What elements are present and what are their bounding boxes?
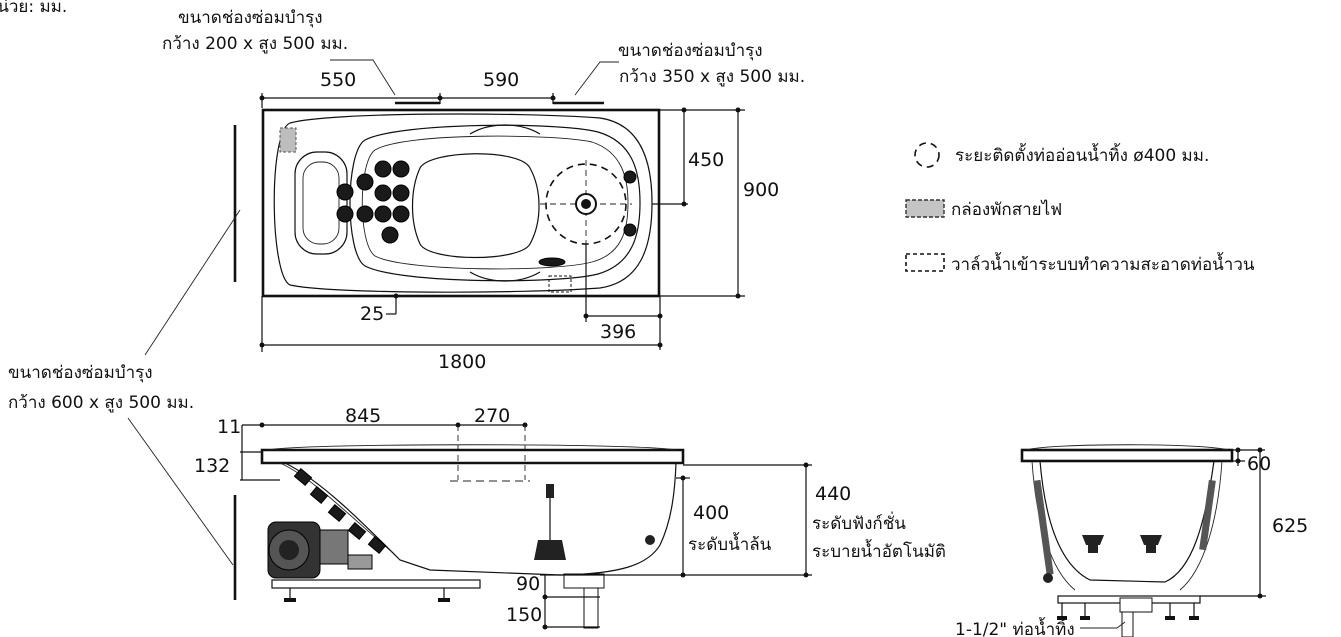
dim-25: 25 <box>360 303 384 325</box>
side-access: ขนาดช่องซ่อมบำรุง กว้าง 600 x สูง 500 มม… <box>8 209 241 600</box>
top-view: ขนาดช่องซ่อมบำรุง กว้าง 200 x สูง 500 มม… <box>162 8 805 373</box>
headrest <box>294 151 348 255</box>
dim-625: 625 <box>1272 515 1308 537</box>
electrical-box <box>279 127 297 153</box>
tub-basin-outer <box>349 124 641 282</box>
access-right-leader <box>574 61 619 96</box>
access-left-title: ขนาดช่องซ่อมบำรุง <box>178 8 323 28</box>
dim-90: 90 <box>516 573 540 595</box>
feet <box>284 588 450 602</box>
legend-item-drain: ระยะติดตั้งท่ออ่อนน้ำทิ้ง ø400 มม. <box>955 143 1209 166</box>
access-left-size: กว้าง 200 x สูง 500 มม. <box>162 34 348 54</box>
access-left-leader <box>330 59 396 96</box>
jets <box>336 160 637 267</box>
end-feet <box>1057 603 1199 620</box>
tub-rim <box>273 113 653 293</box>
handle-bottom <box>469 271 541 282</box>
dim-400: 400 <box>693 502 729 524</box>
jet <box>623 170 637 184</box>
dim-845: 845 <box>345 405 381 427</box>
side-basin <box>284 462 677 576</box>
handle-top <box>469 124 541 135</box>
legend: ระยะติดตั้งท่ออ่อนน้ำทิ้ง ø400 มม. กล่อง… <box>905 142 1255 275</box>
seat-area <box>411 153 540 259</box>
pump-motor <box>267 521 373 579</box>
dim-1800: 1800 <box>438 351 486 373</box>
jet <box>623 223 637 237</box>
legend-dashed-circle-icon <box>914 142 940 168</box>
dim-132: 132 <box>194 455 230 477</box>
function-level-label-2: ระบายน้ำอัตโนมัติ <box>812 539 946 562</box>
side-jets <box>293 467 387 555</box>
dim-60: 60 <box>1247 453 1271 475</box>
dim-900: 900 <box>743 179 779 201</box>
access-right-size: กว้าง 350 x สูง 500 มม. <box>619 67 805 87</box>
side-view: 11 132 845 270 <box>194 405 946 630</box>
drain-pipe <box>583 587 599 629</box>
jet <box>392 160 410 178</box>
end-drain-trap <box>1119 597 1153 613</box>
dim-150: 150 <box>506 604 542 626</box>
end-basin <box>1039 460 1215 583</box>
dim-440: 440 <box>815 483 851 505</box>
tub-basin-inner <box>361 135 629 270</box>
jet <box>336 183 354 201</box>
dim-270: 270 <box>474 405 510 427</box>
jet <box>392 205 410 223</box>
side-rim <box>260 448 685 465</box>
dim-11: 11 <box>217 416 241 438</box>
end-view: 60 625 1-1/2" ท่อน้ำทิ้ง <box>955 444 1308 637</box>
dim-550: 550 <box>320 69 356 91</box>
jet <box>356 173 374 191</box>
side-access-title: ขนาดช่องซ่อมบำรุง <box>8 363 153 383</box>
valve-box <box>548 275 572 293</box>
jet <box>381 226 399 244</box>
side-access-size: กว้าง 600 x สูง 500 มม. <box>8 393 194 413</box>
dim-590: 590 <box>483 69 519 91</box>
end-drain-pipe <box>1121 611 1134 637</box>
drain-pipe-label: 1-1/2" ท่อน้ำทิ้ง <box>955 617 1075 637</box>
base-frame <box>271 579 481 589</box>
dim-450: 450 <box>688 149 724 171</box>
jet <box>374 205 392 223</box>
function-level-label-1: ระดับฟังก์ชั่น <box>812 511 906 534</box>
tub-top-outline <box>261 108 661 298</box>
legend-item-electrical-box: กล่องพักสายไฟ <box>951 199 1062 220</box>
access-right-title: ขนาดช่องซ่อมบำรุง <box>618 41 763 61</box>
unit-label: หน่วย: มม. <box>0 0 67 17</box>
jet <box>374 160 392 178</box>
dim-396: 396 <box>600 321 636 343</box>
legend-gray-box-icon <box>905 199 945 218</box>
drain-trap <box>563 573 605 589</box>
legend-item-valve: วาล์วน้ำเข้าระบบทำความสะอาดท่อน้ำวน <box>951 252 1255 275</box>
end-rim <box>1020 448 1234 463</box>
jet <box>336 205 354 223</box>
end-valves <box>1082 535 1162 553</box>
jet <box>374 184 392 202</box>
jet <box>392 184 410 202</box>
overflow-level-label: ระดับน้ำล้น <box>688 532 772 555</box>
overflow-slot <box>538 257 566 267</box>
jet <box>356 205 374 223</box>
legend-dashed-box-icon <box>905 253 945 272</box>
